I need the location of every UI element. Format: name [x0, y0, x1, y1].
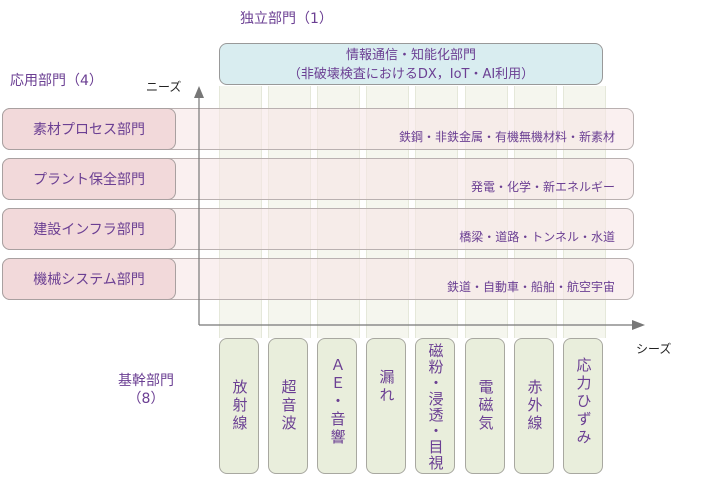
row-label: 建設インフラ部門	[2, 208, 176, 250]
row-fields: 鉄道・自動車・船舶・航空宇宙	[446, 280, 615, 294]
core-column-label: ＡＥ・音響	[328, 357, 347, 447]
applied-heading: 応用部門（4）	[10, 73, 103, 89]
row-label: プラント保全部門	[2, 158, 176, 200]
core-column: 磁粉・浸透・目視	[415, 338, 455, 474]
core-column-label: 漏れ	[377, 369, 396, 405]
row-label: 機械システム部門	[2, 258, 176, 300]
y-axis-label: ニーズ	[146, 80, 182, 94]
independent-division-box: 情報通信・知能化部門 （非破壊検査におけるDX，IoT・AI利用）	[219, 43, 603, 85]
core-column-label: 赤外線	[525, 379, 544, 433]
independent-heading: 独立部門（1）	[240, 11, 333, 27]
row-label: 素材プロセス部門	[2, 108, 176, 150]
core-column-label: 磁粉・浸透・目視	[426, 343, 445, 471]
row-fields: 橋梁・道路・トンネル・水道	[459, 230, 615, 244]
core-column: 超音波	[268, 338, 308, 474]
core-heading: 基幹部門 （8）	[118, 372, 174, 408]
core-heading-title: 基幹部門	[118, 373, 174, 389]
row-fields: 発電・化学・新エネルギー	[470, 180, 615, 194]
independent-box-title: 情報通信・知能化部門	[345, 48, 476, 63]
core-column: 応力ひずみ	[563, 338, 603, 474]
core-column: 漏れ	[366, 338, 406, 474]
core-column: 放射線	[219, 338, 259, 474]
core-column: ＡＥ・音響	[317, 338, 357, 474]
core-heading-count: （8）	[127, 391, 165, 407]
x-axis-arrow-icon	[632, 320, 645, 330]
core-column-label: 応力ひずみ	[574, 357, 593, 447]
core-column-label: 超音波	[279, 379, 298, 433]
core-column-label: 電磁気	[476, 379, 495, 433]
core-column-label: 放射線	[230, 379, 249, 433]
row-fields: 鉄鋼・非鉄金属・有機無機材料・新素材	[398, 130, 615, 144]
core-column: 電磁気	[465, 338, 505, 474]
independent-box-subtitle: （非破壊検査におけるDX，IoT・AI利用）	[287, 67, 535, 82]
x-axis-label: シーズ	[636, 342, 672, 356]
y-axis-arrow-icon	[194, 86, 204, 98]
core-column: 赤外線	[514, 338, 554, 474]
